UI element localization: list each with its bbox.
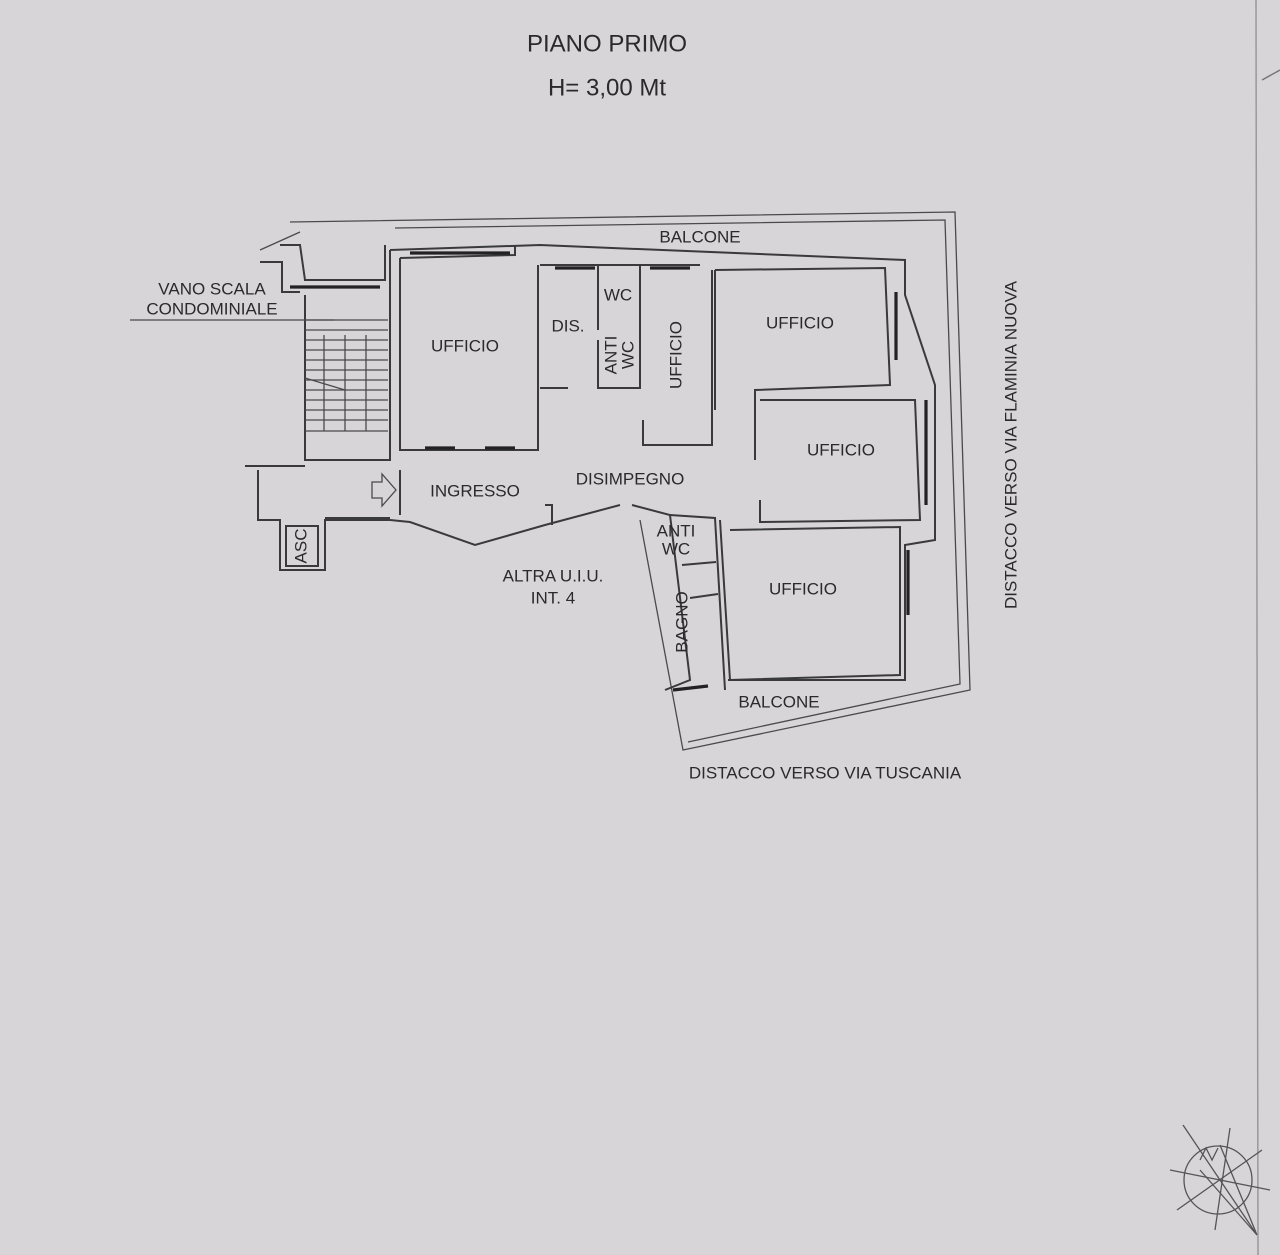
- asc-label: ASC: [291, 529, 310, 564]
- walls: [245, 243, 936, 692]
- anti-wc-1-label-a: ANTI: [601, 336, 620, 375]
- elevator-box: [285, 525, 319, 567]
- distacco-bottom-label: DISTACCO VERSO VIA TUSCANIA: [689, 763, 962, 782]
- staircase: [304, 319, 388, 432]
- ufficio-5-label: UFFICIO: [769, 579, 837, 598]
- north-arrow-icon: [1169, 1124, 1271, 1236]
- ufficio-2-label: UFFICIO: [666, 321, 685, 389]
- anti-wc-1-label-b: WC: [618, 341, 637, 369]
- ingresso-label: INGRESSO: [430, 481, 520, 500]
- stair-label-2: CONDOMINIALE: [146, 299, 277, 318]
- disimpegno-label: DISIMPEGNO: [576, 469, 685, 488]
- anti-wc-2-label-a: ANTI: [657, 521, 696, 540]
- anti-wc-2-label-b: WC: [662, 539, 690, 558]
- wc-label: WC: [604, 285, 632, 304]
- ufficio-3-label: UFFICIO: [766, 313, 834, 332]
- altra-uiu-label-2: INT. 4: [531, 588, 575, 607]
- outer-boundary: [259, 211, 971, 751]
- bagno-label: BAGNO: [672, 591, 691, 652]
- entrance-arrow-icon: [371, 472, 397, 508]
- altra-uiu-label-1: ALTRA U.I.U.: [503, 566, 604, 585]
- sheet-edge: [1255, 0, 1259, 1255]
- distacco-right-label: DISTACCO VERSO VIA FLAMINIA NUOVA: [1001, 280, 1020, 609]
- ufficio-1-label: UFFICIO: [431, 336, 499, 355]
- dis-label: DIS.: [551, 316, 584, 335]
- balcone-top-label: BALCONE: [659, 227, 740, 246]
- ceiling-height: H= 3,00 Mt: [548, 74, 666, 101]
- balcone-bottom-label: BALCONE: [738, 692, 819, 711]
- plan-title: PIANO PRIMO: [527, 30, 687, 57]
- ufficio-4-label: UFFICIO: [807, 440, 875, 459]
- stair-label-1: VANO SCALA: [158, 279, 266, 298]
